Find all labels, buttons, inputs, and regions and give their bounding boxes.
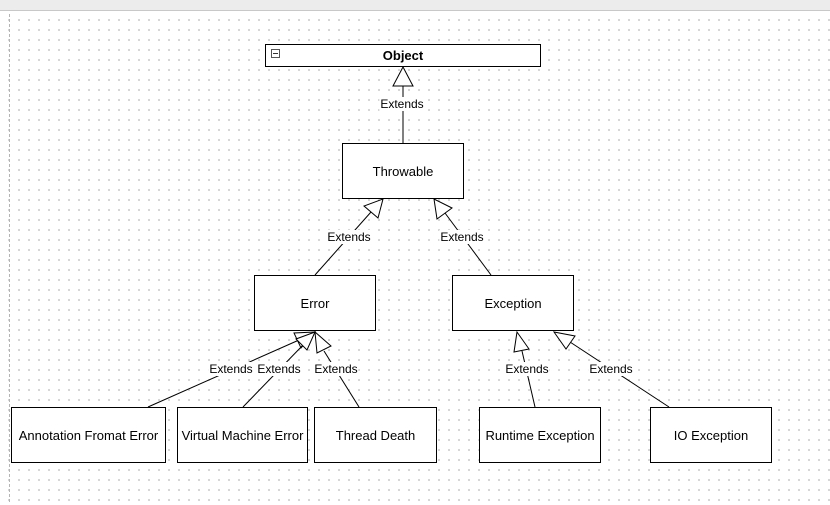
window-top-bar bbox=[0, 0, 830, 11]
edge-label-thread-death-error: Extends bbox=[313, 362, 359, 376]
node-annotation-format-error-label: Annotation Fromat Error bbox=[18, 427, 159, 443]
node-throwable[interactable]: Throwable bbox=[342, 143, 464, 199]
page-guide-line bbox=[9, 14, 10, 502]
edge-throwable-object[interactable] bbox=[392, 65, 414, 143]
edge-thread-death-error[interactable] bbox=[314, 330, 360, 408]
node-throwable-label: Throwable bbox=[372, 163, 434, 179]
edge-label-io-exception: Extends bbox=[588, 362, 634, 376]
node-error-label: Error bbox=[300, 295, 330, 311]
edge-label-annotation-error: Extends bbox=[208, 362, 254, 376]
node-error[interactable]: Error bbox=[254, 275, 376, 331]
node-thread-death[interactable]: Thread Death bbox=[314, 407, 437, 463]
node-runtime-exception-label: Runtime Exception bbox=[485, 427, 595, 443]
node-exception-label: Exception bbox=[484, 295, 542, 311]
node-io-exception[interactable]: IO Exception bbox=[650, 407, 772, 463]
collapse-minus-icon[interactable] bbox=[271, 49, 280, 58]
node-object[interactable]: Object bbox=[265, 44, 541, 67]
edge-label-vm-error: Extends bbox=[256, 362, 302, 376]
node-virtual-machine-error-label: Virtual Machine Error bbox=[181, 427, 304, 443]
node-runtime-exception[interactable]: Runtime Exception bbox=[479, 407, 601, 463]
edge-exception-throwable[interactable] bbox=[433, 198, 492, 276]
node-virtual-machine-error[interactable]: Virtual Machine Error bbox=[177, 407, 308, 463]
node-exception[interactable]: Exception bbox=[452, 275, 574, 331]
node-annotation-format-error[interactable]: Annotation Fromat Error bbox=[11, 407, 166, 463]
edge-label-error-throwable: Extends bbox=[326, 230, 372, 244]
edge-label-exception-throwable: Extends bbox=[439, 230, 485, 244]
edge-label-runtime-exception: Extends bbox=[504, 362, 550, 376]
node-io-exception-label: IO Exception bbox=[673, 427, 749, 443]
edge-label-throwable-object: Extends bbox=[379, 97, 425, 111]
node-thread-death-label: Thread Death bbox=[335, 427, 416, 443]
edge-runtime-exception[interactable] bbox=[513, 330, 536, 408]
node-object-label: Object bbox=[382, 48, 424, 63]
